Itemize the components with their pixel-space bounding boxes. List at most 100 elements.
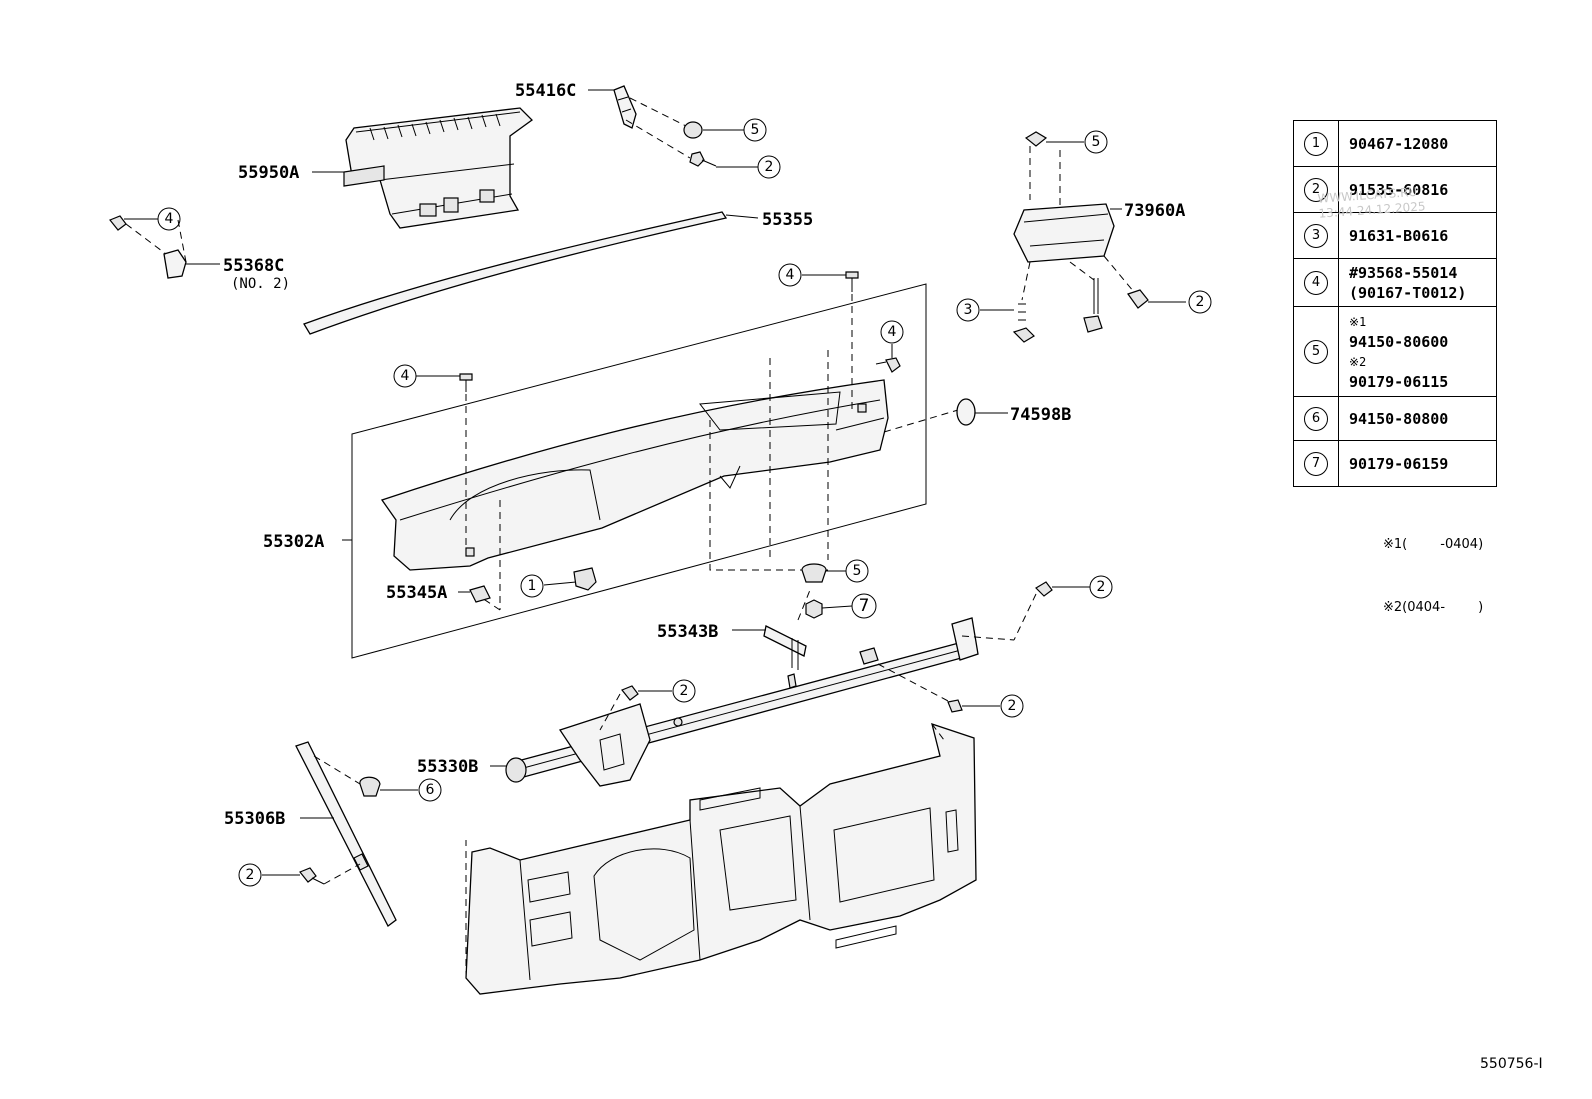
lower-dash-panel — [465, 723, 977, 995]
callout-2-bar-right: 2 — [1089, 575, 1113, 599]
callout-7-panel: 7 — [851, 593, 877, 619]
callout-2-module: 2 — [1188, 290, 1212, 314]
label-55345a: 55345A — [386, 583, 447, 603]
svg-text:2: 2 — [1196, 294, 1205, 310]
callout-4-panel-left: 4 — [393, 364, 417, 388]
callout-markers: 5 2 4 5 3 2 4 4 4 1 5 7 2 2 2 6 2 — [157, 118, 1212, 887]
ref-row: 6 94150-80800 — [1293, 396, 1497, 441]
ref-part-number: 94150-80800 — [1349, 409, 1449, 428]
clip-nut — [683, 121, 717, 167]
screw-group-bar — [621, 581, 1053, 713]
label-55355: 55355 — [762, 210, 813, 230]
clip-55345a — [469, 585, 491, 603]
callout-5-module: 5 — [1084, 130, 1108, 154]
callout-2-bar-mid: 2 — [1000, 694, 1024, 718]
label-55950a: 55950A — [238, 163, 299, 183]
label-55368c: 55368C — [223, 256, 284, 276]
ref-row: 7 90179-06159 — [1293, 440, 1497, 487]
svg-text:2: 2 — [680, 683, 689, 699]
ref-part-number: (90167-T0012) — [1349, 283, 1467, 302]
ring-74598b — [956, 398, 976, 426]
callout-4-panel-top: 4 — [778, 263, 802, 287]
svg-text:3: 3 — [964, 302, 973, 318]
ref-part-number: 90467-12080 — [1349, 134, 1449, 153]
svg-text:5: 5 — [853, 563, 862, 579]
callout-1-panel: 1 — [520, 574, 544, 598]
ref-part-cell: 91535-60816 — [1338, 166, 1497, 213]
callout-3-module: 3 — [956, 298, 980, 322]
ref-number-cell: 4 — [1293, 258, 1339, 307]
screw-group-panel — [459, 271, 901, 392]
brace-55306b — [295, 741, 397, 927]
ref-number-cell: 6 — [1293, 396, 1339, 441]
ref-number-cell: 1 — [1293, 120, 1339, 167]
svg-text:2: 2 — [1008, 698, 1017, 714]
label-55368c-note: (NO. 2) — [231, 276, 290, 292]
svg-text:4: 4 — [888, 324, 897, 340]
ref-number: 1 — [1304, 131, 1328, 156]
label-74598b: 74598B — [1010, 405, 1071, 425]
clip-part-1 — [573, 567, 597, 591]
svg-text:6: 6 — [426, 782, 435, 798]
callout-2-bar-left: 2 — [672, 679, 696, 703]
label-55330b: 55330B — [417, 757, 478, 777]
ref-part-number: 90179-06159 — [1349, 454, 1449, 473]
svg-text:4: 4 — [786, 267, 795, 283]
ref-number-cell: 5 — [1293, 306, 1339, 397]
ref-part-cell: 90179-06159 — [1338, 440, 1497, 487]
svg-text:5: 5 — [751, 122, 760, 138]
footnote-1: ※1( -0404) — [1383, 537, 1484, 552]
svg-text:5: 5 — [1092, 134, 1101, 150]
svg-text:1: 1 — [528, 578, 537, 594]
label-55302a: 55302A — [263, 532, 324, 552]
svg-text:4: 4 — [401, 368, 410, 384]
svg-text:2: 2 — [1097, 579, 1106, 595]
svg-text:2: 2 — [246, 867, 255, 883]
label-55416c: 55416C — [515, 81, 576, 101]
footnote-2: ※2(0404- ) — [1383, 600, 1484, 615]
ref-part-cell: 91631-B0616 — [1338, 212, 1497, 259]
nut-group — [801, 563, 827, 619]
panel-55302a — [351, 283, 927, 659]
ref-number-cell: 7 — [1293, 440, 1339, 487]
ref-part-number: ※2 — [1349, 354, 1367, 369]
ref-part-number: 94150-80600 — [1349, 332, 1449, 351]
ref-part-cell: #93568-55014(90167-T0012) — [1338, 258, 1497, 307]
ref-part-cell: 90467-12080 — [1338, 120, 1497, 167]
ref-row: 1 90467-12080 — [1293, 120, 1497, 167]
ref-part-cell: 94150-80800 — [1338, 396, 1497, 441]
module-73960a — [1012, 131, 1149, 343]
ref-row: 4#93568-55014(90167-T0012) — [1293, 258, 1497, 307]
ref-part-number: 91535-60816 — [1349, 180, 1449, 199]
callout-6-brace: 6 — [418, 778, 442, 802]
drawing-code: 550756-I — [1480, 1056, 1543, 1072]
label-55306b: 55306B — [224, 809, 285, 829]
ref-number: 3 — [1304, 223, 1328, 248]
ref-part-number: ※1 — [1349, 314, 1367, 329]
svg-text:4: 4 — [165, 211, 174, 227]
callout-4-panel-right: 4 — [880, 320, 904, 344]
footnotes: ※1( -0404) ※2(0404- ) — [1383, 492, 1483, 639]
svg-text:2: 2 — [765, 159, 774, 175]
callout-4-left: 4 — [157, 207, 181, 231]
strip-55355 — [303, 211, 728, 335]
callout-5-panel: 5 — [845, 559, 869, 583]
callout-5-top: 5 — [743, 118, 767, 142]
bracket-55368c — [109, 215, 187, 279]
bar-55330b — [505, 617, 979, 787]
ref-number: 6 — [1304, 406, 1328, 431]
duct-55950a — [343, 107, 533, 229]
ref-number: 5 — [1304, 339, 1328, 364]
svg-text:7: 7 — [859, 596, 870, 616]
label-73960a: 73960A — [1124, 201, 1185, 221]
ref-part-number: #93568-55014 — [1349, 263, 1458, 282]
callout-2-brace: 2 — [238, 863, 262, 887]
ref-row: 3 91631-B0616 — [1293, 212, 1497, 259]
ref-number: 7 — [1304, 451, 1328, 476]
ref-part-number: 91631-B0616 — [1349, 226, 1449, 245]
